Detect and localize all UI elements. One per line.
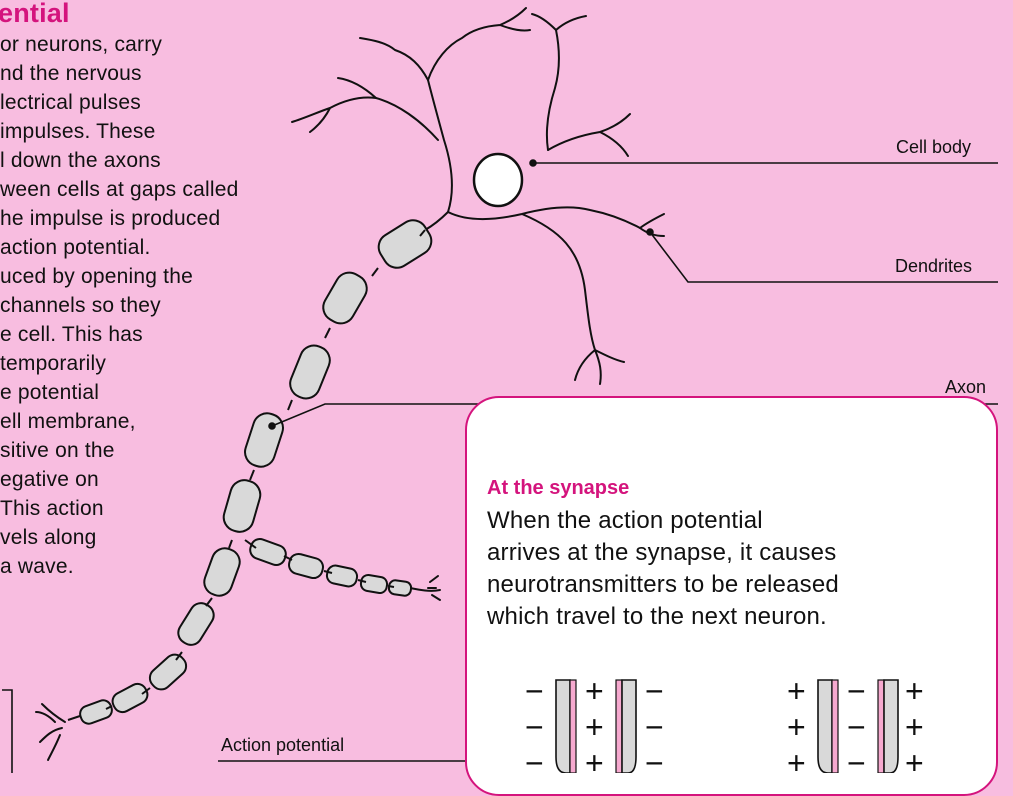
outer-charge: − xyxy=(525,745,544,773)
outer-charge: − xyxy=(525,673,544,709)
inner-charge: − xyxy=(847,709,866,745)
membrane-pink xyxy=(832,680,838,773)
membrane-wall xyxy=(884,680,898,773)
membrane-wall xyxy=(622,680,636,773)
membrane-pink xyxy=(570,680,576,773)
inner-charge: − xyxy=(847,745,866,773)
outer-charge: + xyxy=(905,709,924,745)
outer-charge: + xyxy=(905,745,924,773)
membrane-diagrams: − − − + + + − − − + + + − − − + + + xyxy=(0,0,1013,773)
membrane-pink xyxy=(616,680,622,773)
inner-charge: − xyxy=(847,673,866,709)
inner-charge: + xyxy=(585,709,604,745)
outer-charge: − xyxy=(645,709,664,745)
outer-charge: + xyxy=(905,673,924,709)
outer-charge: − xyxy=(525,709,544,745)
outer-charge: + xyxy=(787,673,806,709)
membrane-wall xyxy=(556,680,570,773)
membrane-pink xyxy=(878,680,884,773)
outer-charge: − xyxy=(645,673,664,709)
membrane-depolarised: + + + − − − + + + xyxy=(787,673,924,773)
inner-charge: + xyxy=(585,673,604,709)
outer-charge: − xyxy=(645,745,664,773)
outer-charge: + xyxy=(787,709,806,745)
membrane-resting: − − − + + + − − − xyxy=(525,673,664,773)
inner-charge: + xyxy=(585,745,604,773)
membrane-wall xyxy=(818,680,832,773)
outer-charge: + xyxy=(787,745,806,773)
